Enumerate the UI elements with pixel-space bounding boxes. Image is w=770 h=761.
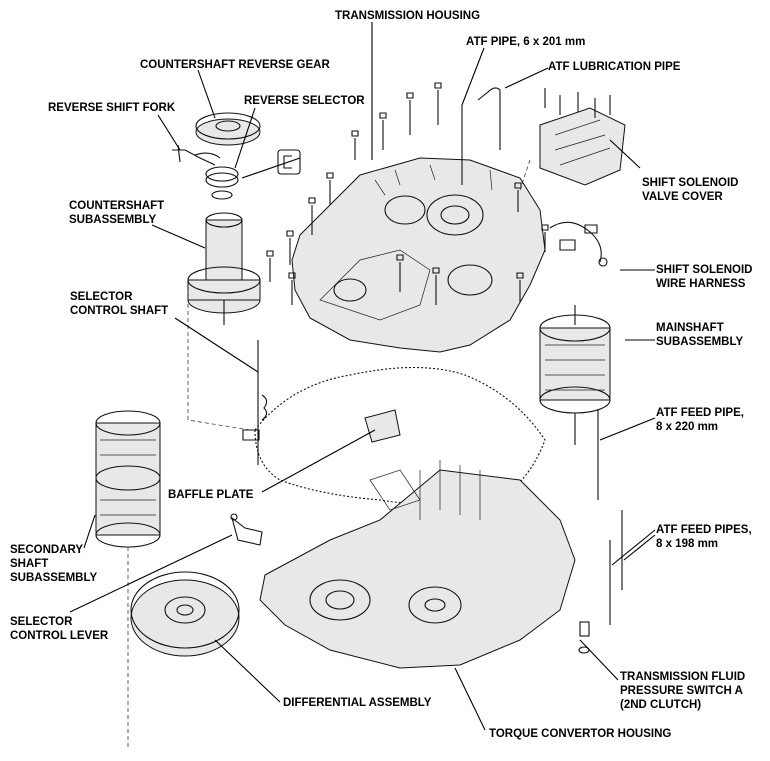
- countershaft-reverse-gear-part: [195, 112, 261, 146]
- atf-pipes-top: [461, 87, 501, 185]
- label-countershaft-reverse-gear: COUNTERSHAFT REVERSE GEAR: [140, 59, 330, 71]
- atf-feed-pipes-198: [609, 510, 623, 625]
- leader-lines: [69, 22, 656, 731]
- label-selector-lever-2: CONTROL LEVER: [10, 630, 109, 642]
- label-countershaft-2: SUBASSEMBLY: [69, 214, 156, 226]
- label-secondary-shaft-1: SECONDARY: [10, 544, 83, 556]
- housing-bolts: [266, 82, 549, 305]
- label-atf-feed-pipe-2: 8 x 220 mm: [656, 421, 718, 433]
- label-atf-feed-pipes-2: 8 x 198 mm: [656, 538, 718, 550]
- selector-control-lever-part: [230, 513, 263, 546]
- label-reverse-shift-fork: REVERSE SHIFT FORK: [48, 102, 176, 114]
- label-differential-assembly: DIFFERENTIAL ASSEMBLY: [283, 697, 432, 709]
- label-transmission-housing: TRANSMISSION HOUSING: [335, 10, 480, 22]
- label-wire-harness-1: SHIFT SOLENOID: [656, 264, 752, 276]
- torque-converter-housing-part: [259, 460, 576, 669]
- label-atf-pipe: ATF PIPE, 6 x 201 mm: [466, 36, 585, 48]
- baffle-plate-part: [364, 409, 401, 443]
- reverse-selector-part: [205, 149, 301, 188]
- label-valve-cover-1: SHIFT SOLENOID: [642, 177, 738, 189]
- selector-control-shaft-part: [187, 290, 268, 465]
- label-mainshaft-1: MAINSHAFT: [656, 322, 724, 334]
- label-pressure-switch-2: PRESSURE SWITCH A: [620, 685, 743, 697]
- label-torque-convertor-housing: TORQUE CONVERTOR HOUSING: [489, 728, 671, 740]
- secondary-shaft-subassembly-part: [95, 410, 161, 750]
- label-atf-lubrication-pipe: ATF LUBRICATION PIPE: [548, 61, 681, 73]
- countershaft-subassembly-part: [187, 190, 261, 325]
- label-reverse-selector: REVERSE SELECTOR: [244, 95, 365, 107]
- shift-solenoid-valve-cover-part: [519, 88, 626, 191]
- label-selector-shaft-2: CONTROL SHAFT: [70, 305, 168, 317]
- differential-assembly-part: [130, 571, 240, 657]
- callout-labels: TRANSMISSION HOUSING ATF PIPE, 6 x 201 m…: [10, 10, 752, 740]
- label-countershaft-1: COUNTERSHAFT: [69, 200, 164, 212]
- label-mainshaft-2: SUBASSEMBLY: [656, 336, 743, 348]
- shift-solenoid-wire-harness-part: [549, 221, 608, 267]
- label-pressure-switch-3: (2ND CLUTCH): [620, 699, 701, 711]
- mainshaft-subassembly-part: [539, 305, 611, 445]
- label-atf-feed-pipes-1: ATF FEED PIPES,: [656, 524, 752, 536]
- label-selector-lever-1: SELECTOR: [10, 616, 73, 628]
- label-pressure-switch-1: TRANSMISSION FLUID: [620, 671, 745, 683]
- label-baffle-plate: BAFFLE PLATE: [168, 489, 254, 501]
- label-valve-cover-2: VALVE COVER: [642, 191, 723, 203]
- gasket-part: [254, 367, 546, 506]
- label-selector-shaft-1: SELECTOR: [70, 291, 133, 303]
- label-atf-feed-pipe-1: ATF FEED PIPE,: [656, 407, 744, 419]
- label-secondary-shaft-2: SHAFT: [10, 558, 48, 570]
- transmission-housing-part: [291, 157, 546, 353]
- label-wire-harness-2: WIRE HARNESS: [656, 278, 746, 290]
- label-secondary-shaft-3: SUBASSEMBLY: [10, 572, 97, 584]
